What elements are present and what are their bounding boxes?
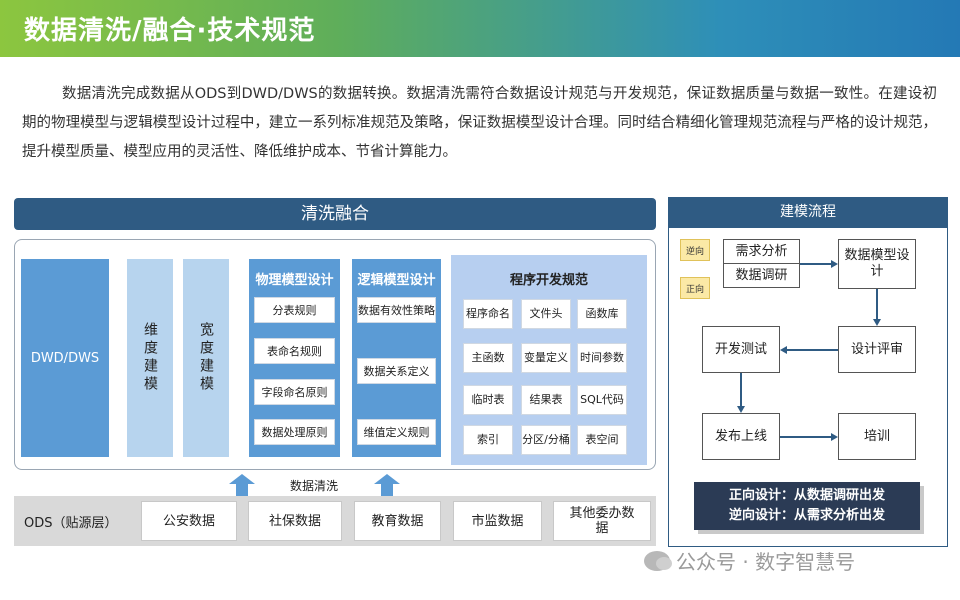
connector-line bbox=[876, 289, 878, 320]
forward-design-text: 正向设计：从数据调研出发 bbox=[728, 488, 885, 503]
dev-test-box: 开发测试 bbox=[702, 326, 780, 373]
up-arrow-stem bbox=[236, 484, 248, 496]
physical-rule-item: 表命名规则 bbox=[254, 338, 335, 364]
dimension-modeling-block: 维度建模 bbox=[127, 259, 173, 457]
arrow-right-icon bbox=[831, 260, 838, 268]
cleaning-fusion-banner: 清洗融合 bbox=[14, 198, 656, 230]
dev-spec-cell: 程序命名 bbox=[463, 299, 513, 329]
watermark-text: 公众号 · 数字智慧号 bbox=[676, 550, 856, 574]
watermark: 公众号 · 数字智慧号 bbox=[644, 546, 855, 575]
arrow-right-icon bbox=[831, 433, 838, 441]
physical-rule-item: 数据处理原则 bbox=[254, 419, 335, 445]
ods-source-box: 公安数据 bbox=[141, 501, 237, 541]
reverse-tag: 逆向 bbox=[680, 239, 710, 261]
wechat-icon bbox=[644, 550, 672, 571]
up-arrow-stem bbox=[381, 484, 393, 496]
dwd-dws-block: DWD/DWS bbox=[21, 259, 109, 457]
logical-rule-item: 维值定义规则 bbox=[357, 419, 436, 445]
design-review-box: 设计评审 bbox=[838, 326, 916, 373]
connector-line bbox=[787, 349, 838, 351]
requirement-analysis-box: 需求分析 bbox=[723, 239, 800, 263]
data-research-box: 数据调研 bbox=[723, 263, 800, 288]
connector-line bbox=[800, 263, 832, 265]
logical-rule-item: 数据关系定义 bbox=[357, 358, 436, 384]
training-box: 培训 bbox=[838, 413, 916, 460]
ods-source-box: 市监数据 bbox=[453, 501, 542, 541]
dev-spec-cell: 时间参数 bbox=[577, 343, 627, 373]
up-arrow-icon bbox=[229, 474, 255, 484]
dev-spec-cell: 主函数 bbox=[463, 343, 513, 373]
connector-line bbox=[780, 436, 831, 438]
arrow-down-icon bbox=[737, 406, 745, 413]
ods-source-box: 社保数据 bbox=[248, 501, 342, 541]
logical-rule-item: 数据有效性策略 bbox=[357, 297, 436, 323]
wide-modeling-block: 宽度建模 bbox=[183, 259, 229, 457]
ods-label: ODS（贴源层） bbox=[24, 516, 118, 531]
dev-spec-cell: 分区/分桶 bbox=[521, 425, 571, 455]
physical-model-title: 物理模型设计 bbox=[255, 273, 334, 288]
physical-rule-item: 分表规则 bbox=[254, 297, 335, 323]
arrow-left-icon bbox=[780, 346, 787, 354]
dev-spec-cell: 索引 bbox=[463, 425, 513, 455]
dev-spec-cell: 变量定义 bbox=[521, 343, 571, 373]
design-direction-note: 正向设计：从数据调研出发 逆向设计：从需求分析出发 bbox=[694, 482, 920, 530]
dev-spec-cell: 结果表 bbox=[521, 385, 571, 415]
ods-source-box: 其他委办数据 bbox=[553, 501, 651, 541]
title-bar: 数据清洗/融合·技术规范 bbox=[0, 0, 960, 57]
connector-line bbox=[740, 373, 742, 406]
release-box: 发布上线 bbox=[702, 413, 780, 460]
dev-spec-cell: 函数库 bbox=[577, 299, 627, 329]
data-model-design-box: 数据模型设计 bbox=[838, 239, 916, 289]
dev-spec-title: 程序开发规范 bbox=[509, 273, 588, 288]
page-title: 数据清洗/融合·技术规范 bbox=[24, 16, 316, 46]
dev-spec-cell: 临时表 bbox=[463, 385, 513, 415]
physical-model-panel: 物理模型设计 分表规则 表命名规则 字段命名原则 数据处理原则 bbox=[249, 259, 340, 457]
dev-spec-cell: 文件头 bbox=[521, 299, 571, 329]
physical-rule-item: 字段命名原则 bbox=[254, 379, 335, 405]
forward-tag: 正向 bbox=[680, 277, 710, 299]
modeling-flow-title: 建模流程 bbox=[668, 197, 948, 228]
reverse-design-text: 逆向设计：从需求分析出发 bbox=[728, 508, 885, 523]
dev-spec-panel: 程序开发规范 程序命名 文件头 函数库 主函数 变量定义 时间参数 临时表 结果… bbox=[451, 255, 647, 465]
ods-source-box: 教育数据 bbox=[354, 501, 441, 541]
logical-model-title: 逻辑模型设计 bbox=[357, 273, 436, 288]
dev-spec-cell: SQL代码 bbox=[577, 385, 627, 415]
dev-spec-cell: 表空间 bbox=[577, 425, 627, 455]
logical-model-panel: 逻辑模型设计 数据有效性策略 数据关系定义 维值定义规则 bbox=[352, 259, 441, 457]
arrow-down-icon bbox=[873, 319, 881, 326]
intro-paragraph: 数据清洗完成数据从ODS到DWD/DWS的数据转换。数据清洗需符合数据设计规范与… bbox=[22, 86, 937, 160]
data-cleaning-label: 数据清洗 bbox=[290, 479, 339, 493]
up-arrow-icon bbox=[374, 474, 400, 484]
